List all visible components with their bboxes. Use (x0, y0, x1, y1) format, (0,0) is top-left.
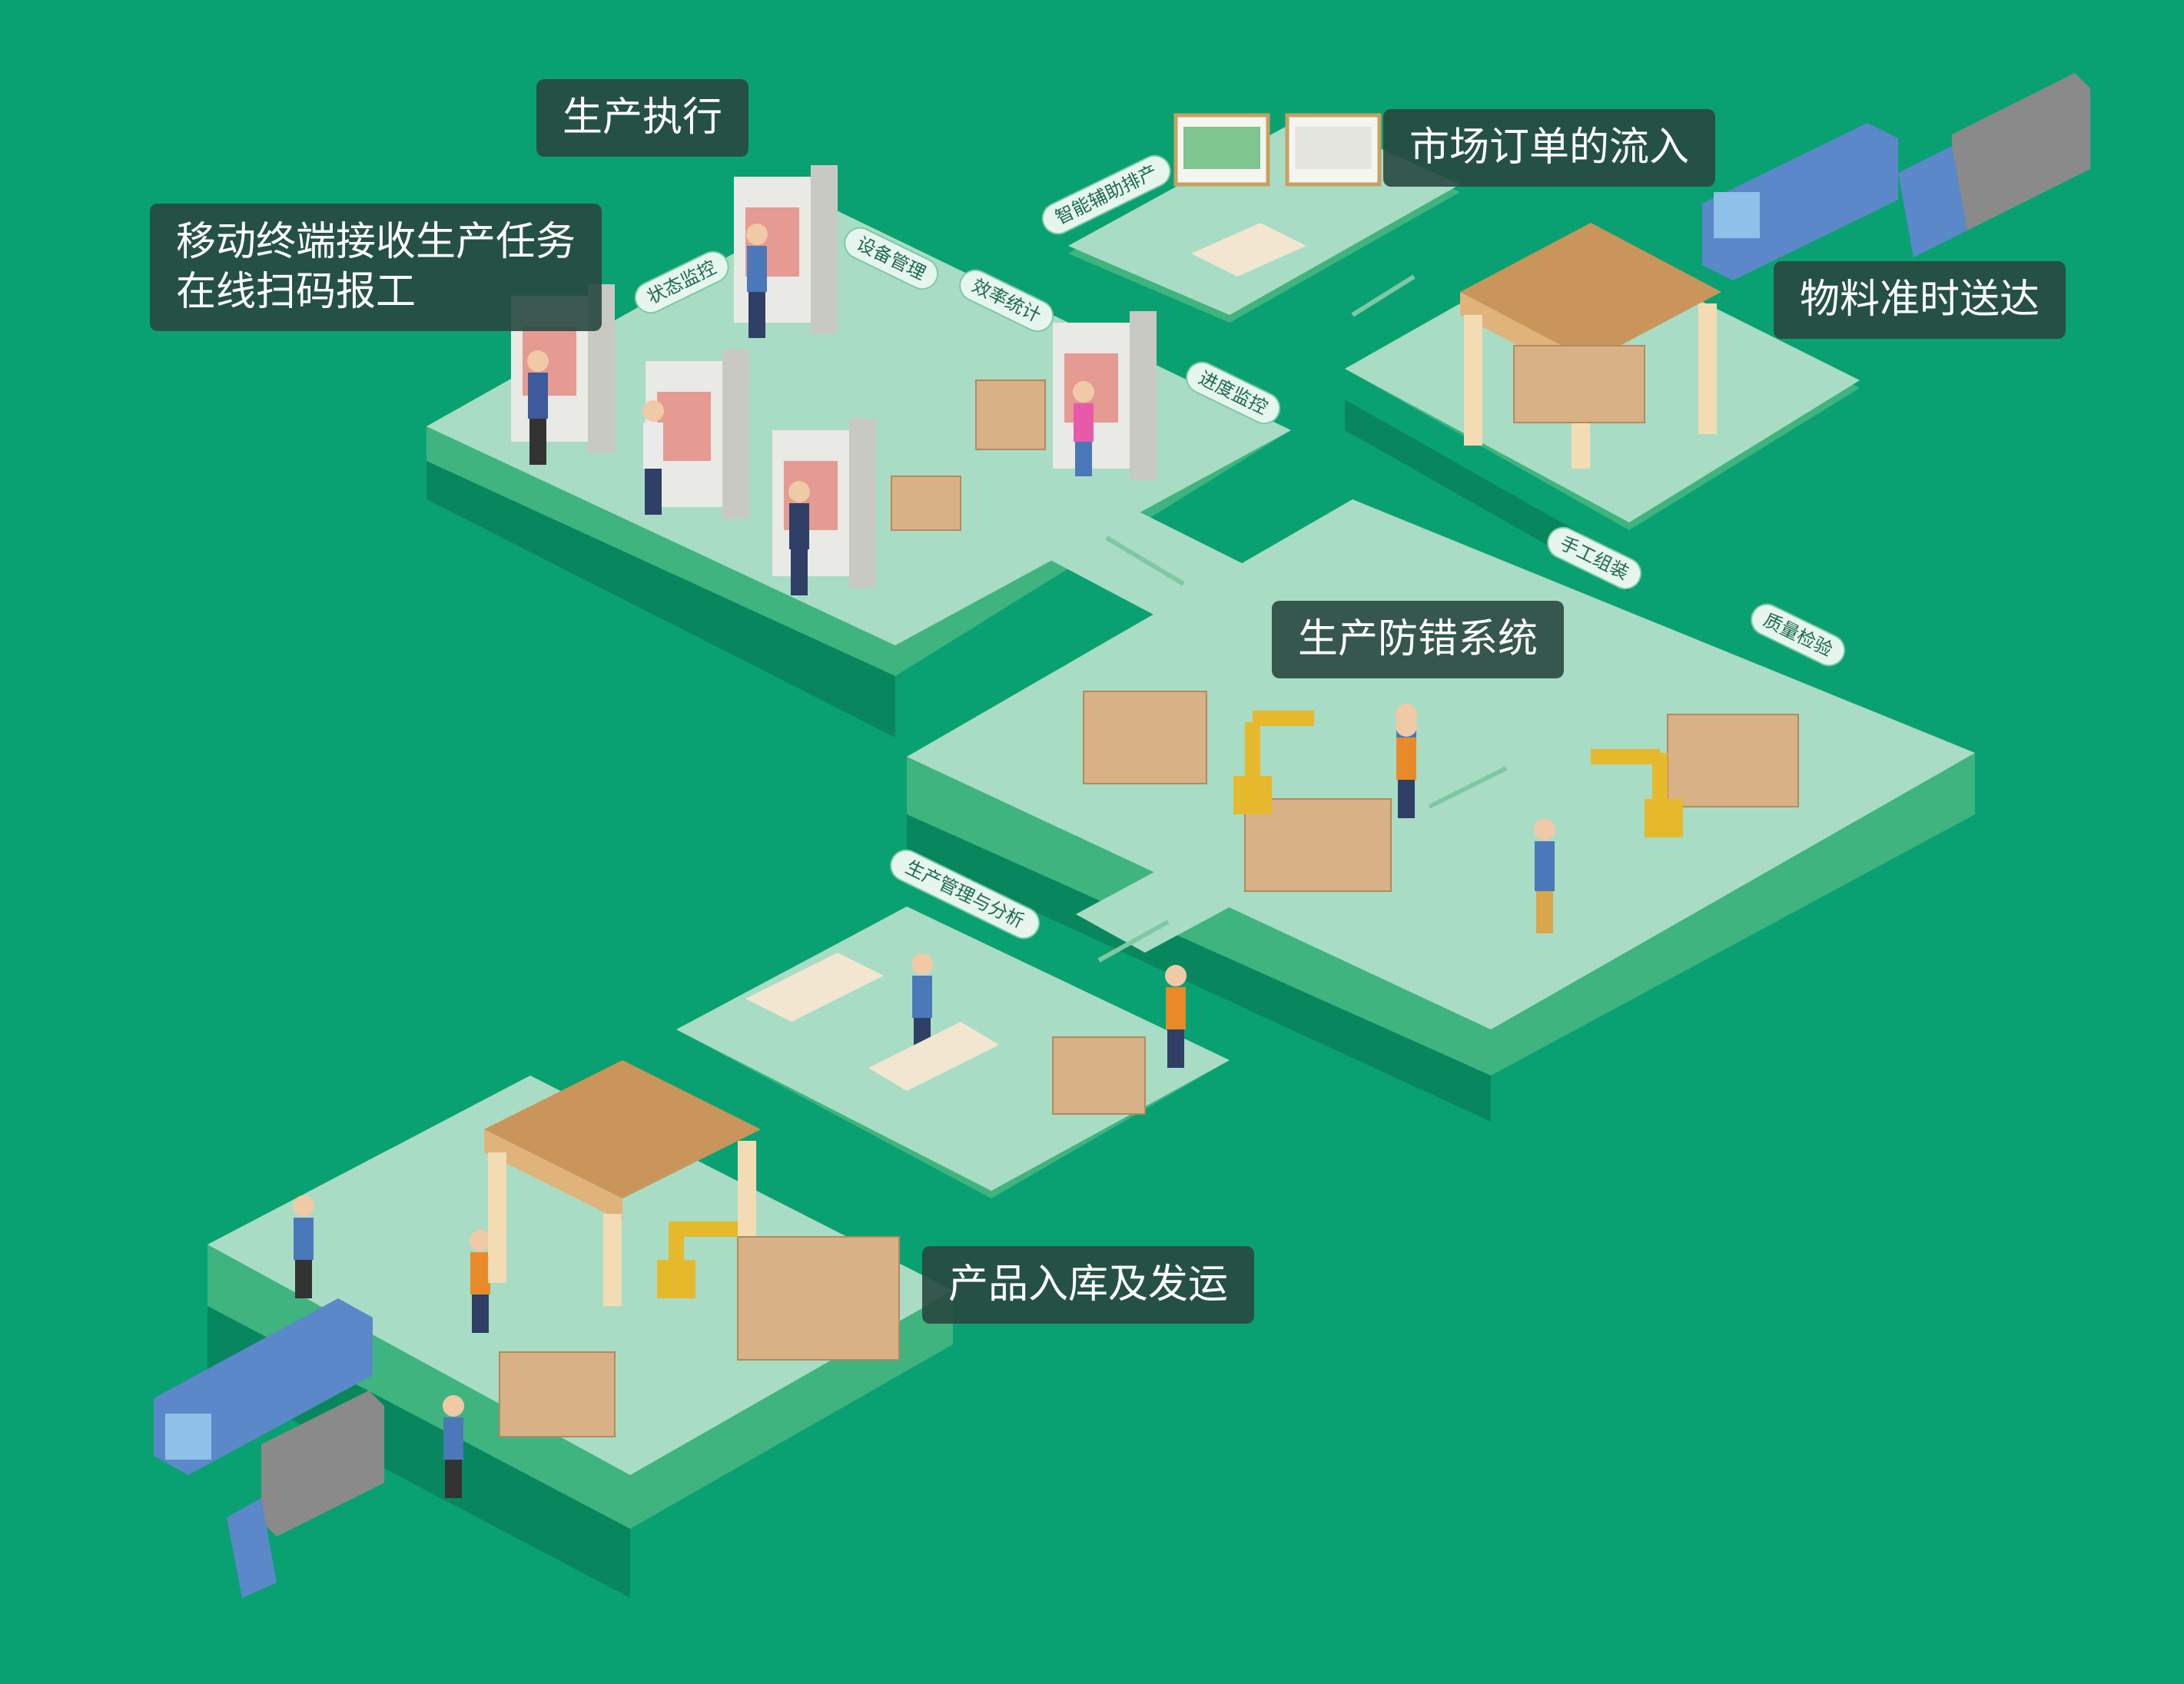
callout-error-proofing: 生产防错系统 (1272, 601, 1565, 678)
callout-mobile-terminal: 移动终端接收生产任务 在线扫码报工 (150, 204, 602, 331)
flow-arrow (1428, 766, 1508, 809)
box-stack (1083, 691, 1207, 784)
truck-blue-bottom (154, 1298, 373, 1475)
box-stack (737, 1236, 900, 1361)
box-stack (499, 1351, 616, 1437)
callout-product-storage: 产品入库及发运 (922, 1246, 1255, 1324)
truck-blue-top (1702, 123, 1898, 280)
robot-arm (1233, 711, 1314, 814)
worker-figure (911, 953, 933, 1056)
platform-shipping-top (207, 1076, 953, 1475)
robot-arms (657, 711, 1683, 1298)
platform-assembly-shadow (907, 814, 1491, 1122)
robot-arm (1591, 749, 1683, 837)
callout-material-delivery: 物料准时送达 (1774, 261, 2066, 339)
box-stacks (499, 345, 1799, 1437)
truck-gray-bottom (227, 1391, 384, 1598)
callout-text: 生产执行 (563, 94, 723, 141)
callout-production-execution: 生产执行 (536, 79, 749, 157)
worker-figure (642, 400, 664, 515)
worker-figure (788, 481, 810, 595)
truck-gray-top (1898, 73, 2090, 257)
worker-figure (1396, 715, 1417, 818)
box-stack (1513, 345, 1645, 423)
box-stack (975, 380, 1046, 450)
warehouse-shipping (484, 1060, 761, 1306)
flow-arrow (1351, 274, 1416, 317)
worker-figure (1073, 381, 1094, 476)
flow-arrow (1105, 535, 1185, 586)
tag-quality-inspection: 质量检验 (1751, 603, 1846, 667)
desk (868, 1022, 999, 1091)
worker-figure (1534, 819, 1555, 933)
platform-connector-2 (1076, 860, 1245, 953)
platform-production-shadow (427, 461, 895, 738)
platform-assembly-top (907, 499, 1975, 1029)
tag-progress-monitor: 进度监控 (1186, 361, 1281, 425)
desk-with-monitor (1173, 113, 1270, 187)
worker-figure (293, 1195, 314, 1298)
press-machine (1053, 311, 1157, 480)
callout-text: 市场订单的流入 (1409, 124, 1690, 171)
box-stack (891, 476, 961, 531)
callout-text: 物料准时送达 (1800, 277, 2040, 323)
worker-figure (470, 1230, 491, 1333)
callout-market-orders: 市场订单的流入 (1383, 109, 1716, 187)
tag-manual-assembly: 手工组装 (1547, 526, 1642, 590)
worker-figure (527, 350, 549, 465)
warehouses (484, 223, 1721, 1306)
callout-text-line2: 在线扫码报工 (176, 269, 417, 315)
worker-figure (443, 1395, 464, 1498)
worker-figure (746, 224, 768, 338)
desk (745, 953, 884, 1022)
flow-arrows (1097, 274, 1508, 963)
desk-with-monitor (1285, 113, 1382, 187)
callout-text-line1: 移动终端接收生产任务 (176, 219, 576, 265)
office-desks (745, 113, 1382, 1091)
trucks (154, 73, 2090, 1598)
desk (1191, 223, 1306, 277)
worker-figure (1165, 965, 1187, 1068)
box-stack (1667, 714, 1799, 807)
press-machine (772, 419, 876, 588)
box-stack (1052, 1036, 1146, 1115)
robot-arm (657, 1222, 738, 1298)
callout-text: 生产防错系统 (1298, 616, 1538, 662)
flow-arrow (1097, 920, 1170, 963)
callout-text: 产品入库及发运 (948, 1261, 1229, 1308)
workers (293, 224, 1555, 1498)
